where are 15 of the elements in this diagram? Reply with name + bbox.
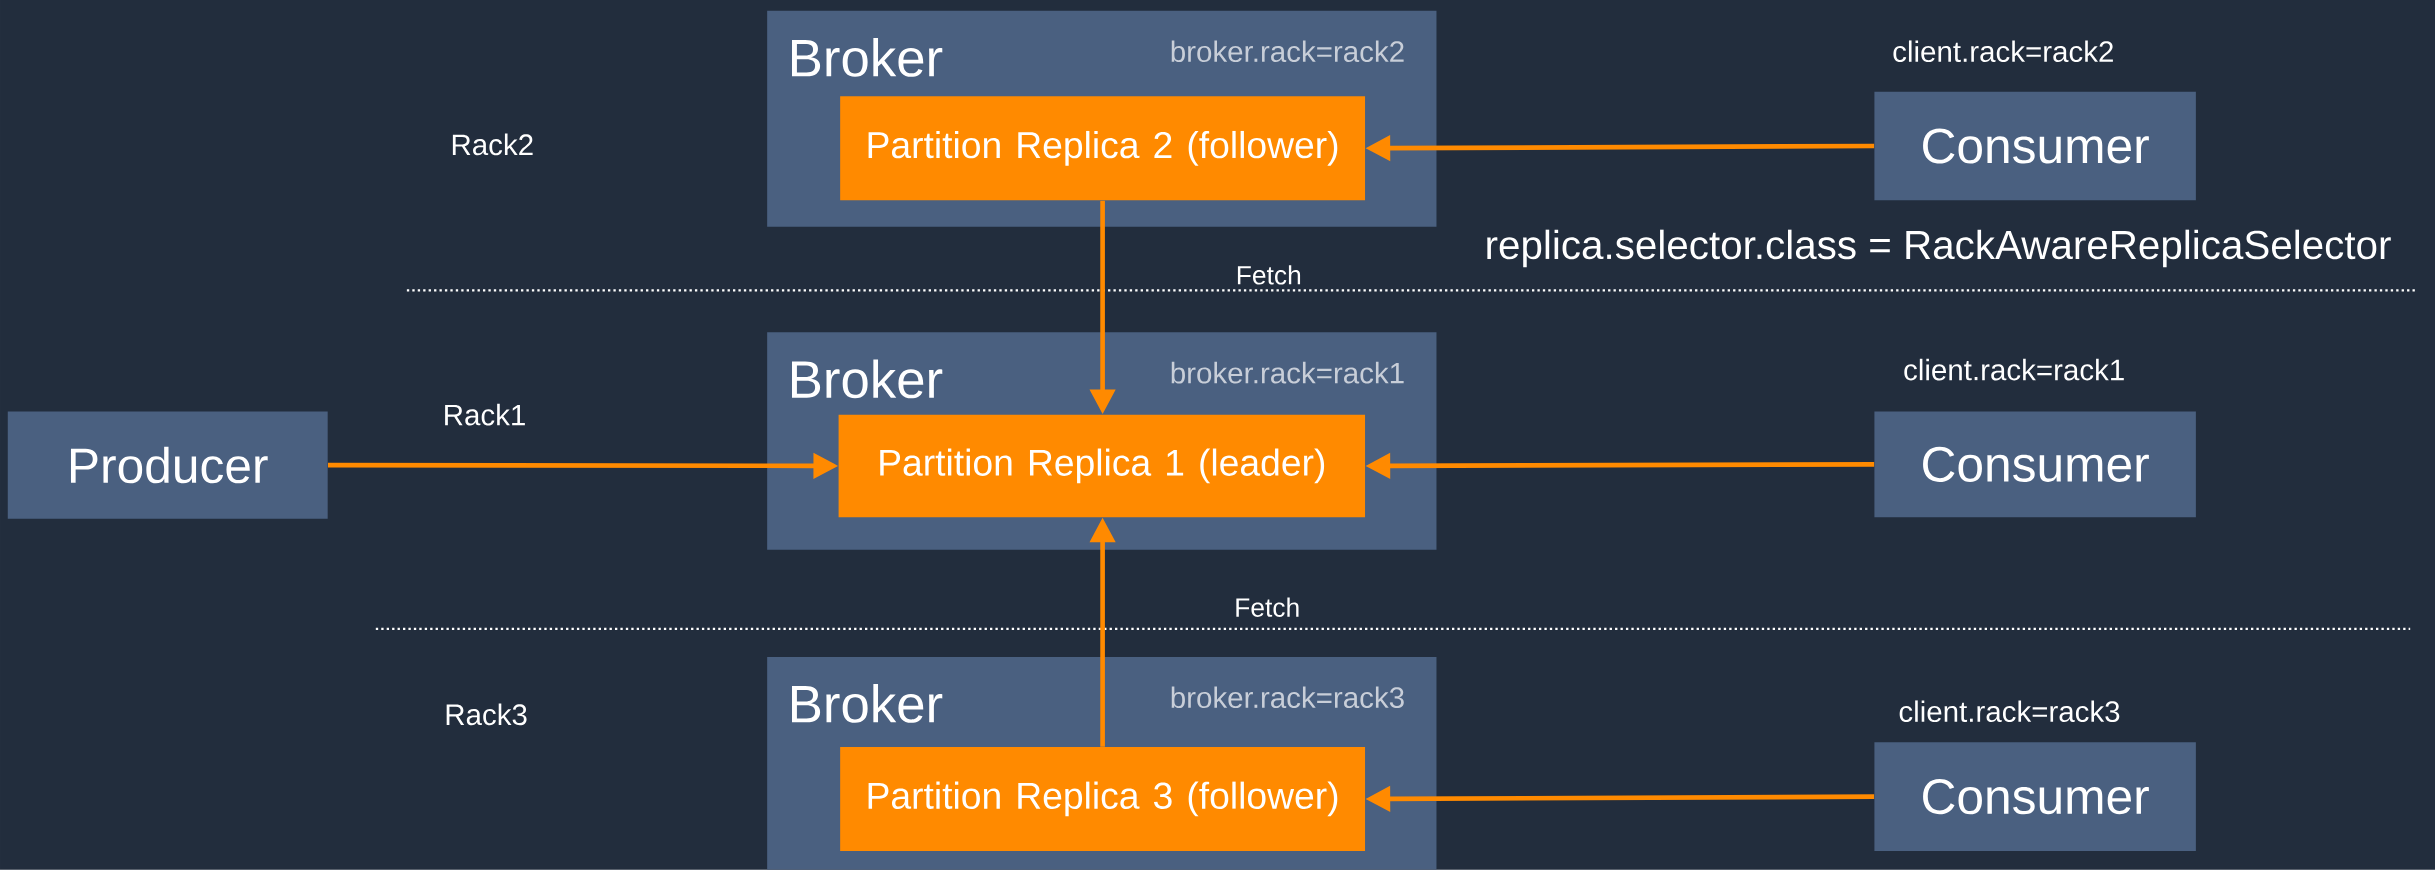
client-box: Consumer [1874,411,2196,518]
fetch-label: Fetch [1237,265,1301,285]
rack-label: Rack3 [446,703,527,726]
client-box: Consumer [1874,91,2196,201]
rack-label: Rack2 [452,133,533,156]
rack-label: client.rack=rack3 [1899,700,2120,723]
partition-box: Partition Replica 1 (leader) [838,414,1366,518]
rack-label: client.rack=rack2 [1893,40,2113,63]
rack-label: client.rack=rack1 [1904,358,2124,381]
client-box: Producer [7,411,328,519]
fetch-label: Fetch [1236,597,1299,618]
partition-box: Partition Replica 3 (follower) [840,747,1366,852]
partition-box: Partition Replica 2 (follower) [840,96,1366,201]
rack-label: Rack1 [445,403,525,426]
client-box: Consumer [1874,742,2196,852]
